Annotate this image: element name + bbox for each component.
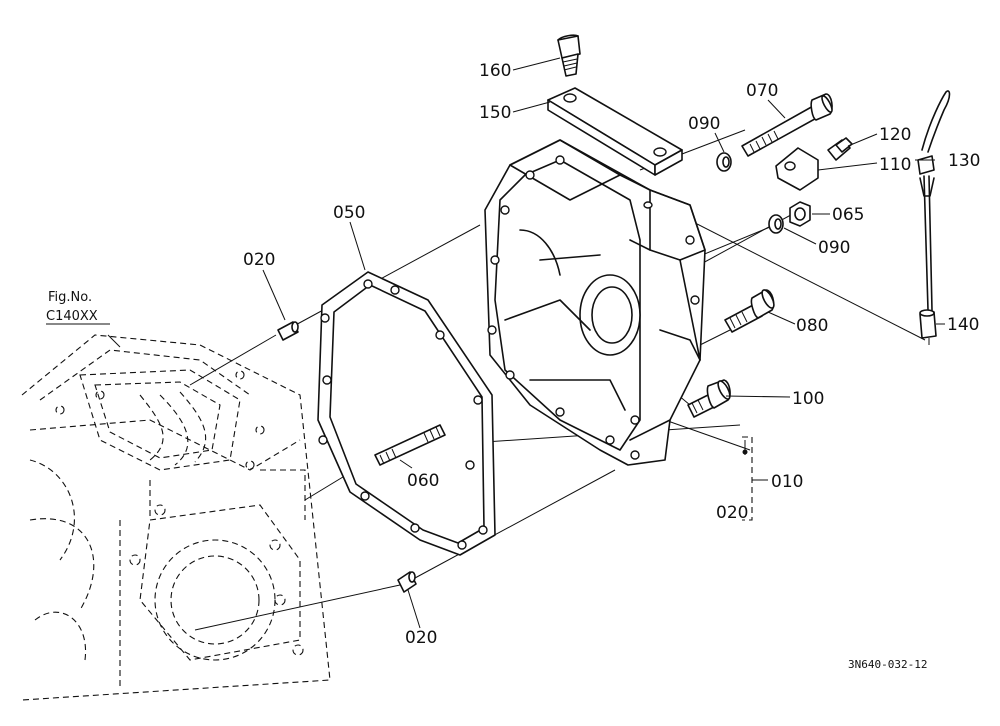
callout-065: 065 [832,205,864,225]
dowel-pin-020-bottom [397,571,417,593]
callout-150: 150 [479,103,511,123]
washer-090-mid [768,214,784,234]
callout-120: 120 [879,125,911,145]
dowel-pin-020-top [277,321,299,341]
bolt-080 [724,289,775,333]
callout-160: 160 [479,61,511,81]
bolt-070 [741,93,833,157]
callout-010: 010 [771,472,803,492]
housing-010 [484,139,706,466]
callout-080: 080 [796,316,828,336]
callout-070: 070 [746,81,778,101]
reference-engine-block [21,334,331,701]
stud-060 [374,424,446,466]
nut-065 [789,201,811,227]
callout-110: 110 [879,155,911,175]
callout-020-bracket: 020 [716,503,748,523]
callout-140: 140 [947,315,979,335]
callout-020-top: 020 [243,250,275,270]
bolt-100 [687,379,731,418]
callout-050: 050 [333,203,365,223]
callout-090-mid: 090 [818,238,850,258]
figure-ref-title: Fig.No. [48,290,92,305]
washer-090-top [716,152,732,172]
cover-plate-110 [775,147,819,191]
plate-150 [547,87,683,176]
plug-120 [827,137,853,161]
assembly-bracket [742,436,768,521]
callout-leaders [107,57,945,629]
bolt-160 [557,34,581,77]
callout-130: 130 [948,151,980,171]
callout-060: 060 [407,471,439,491]
callout-090-top: 090 [688,114,720,134]
figure-ref-number: C140XX [46,309,98,324]
callout-100: 100 [792,389,824,409]
dipstick-130-140 [917,90,951,345]
gasket-050 [317,271,496,556]
drawing-code: 3N640-032-12 [848,658,927,671]
callout-020-bottom: 020 [405,628,437,648]
